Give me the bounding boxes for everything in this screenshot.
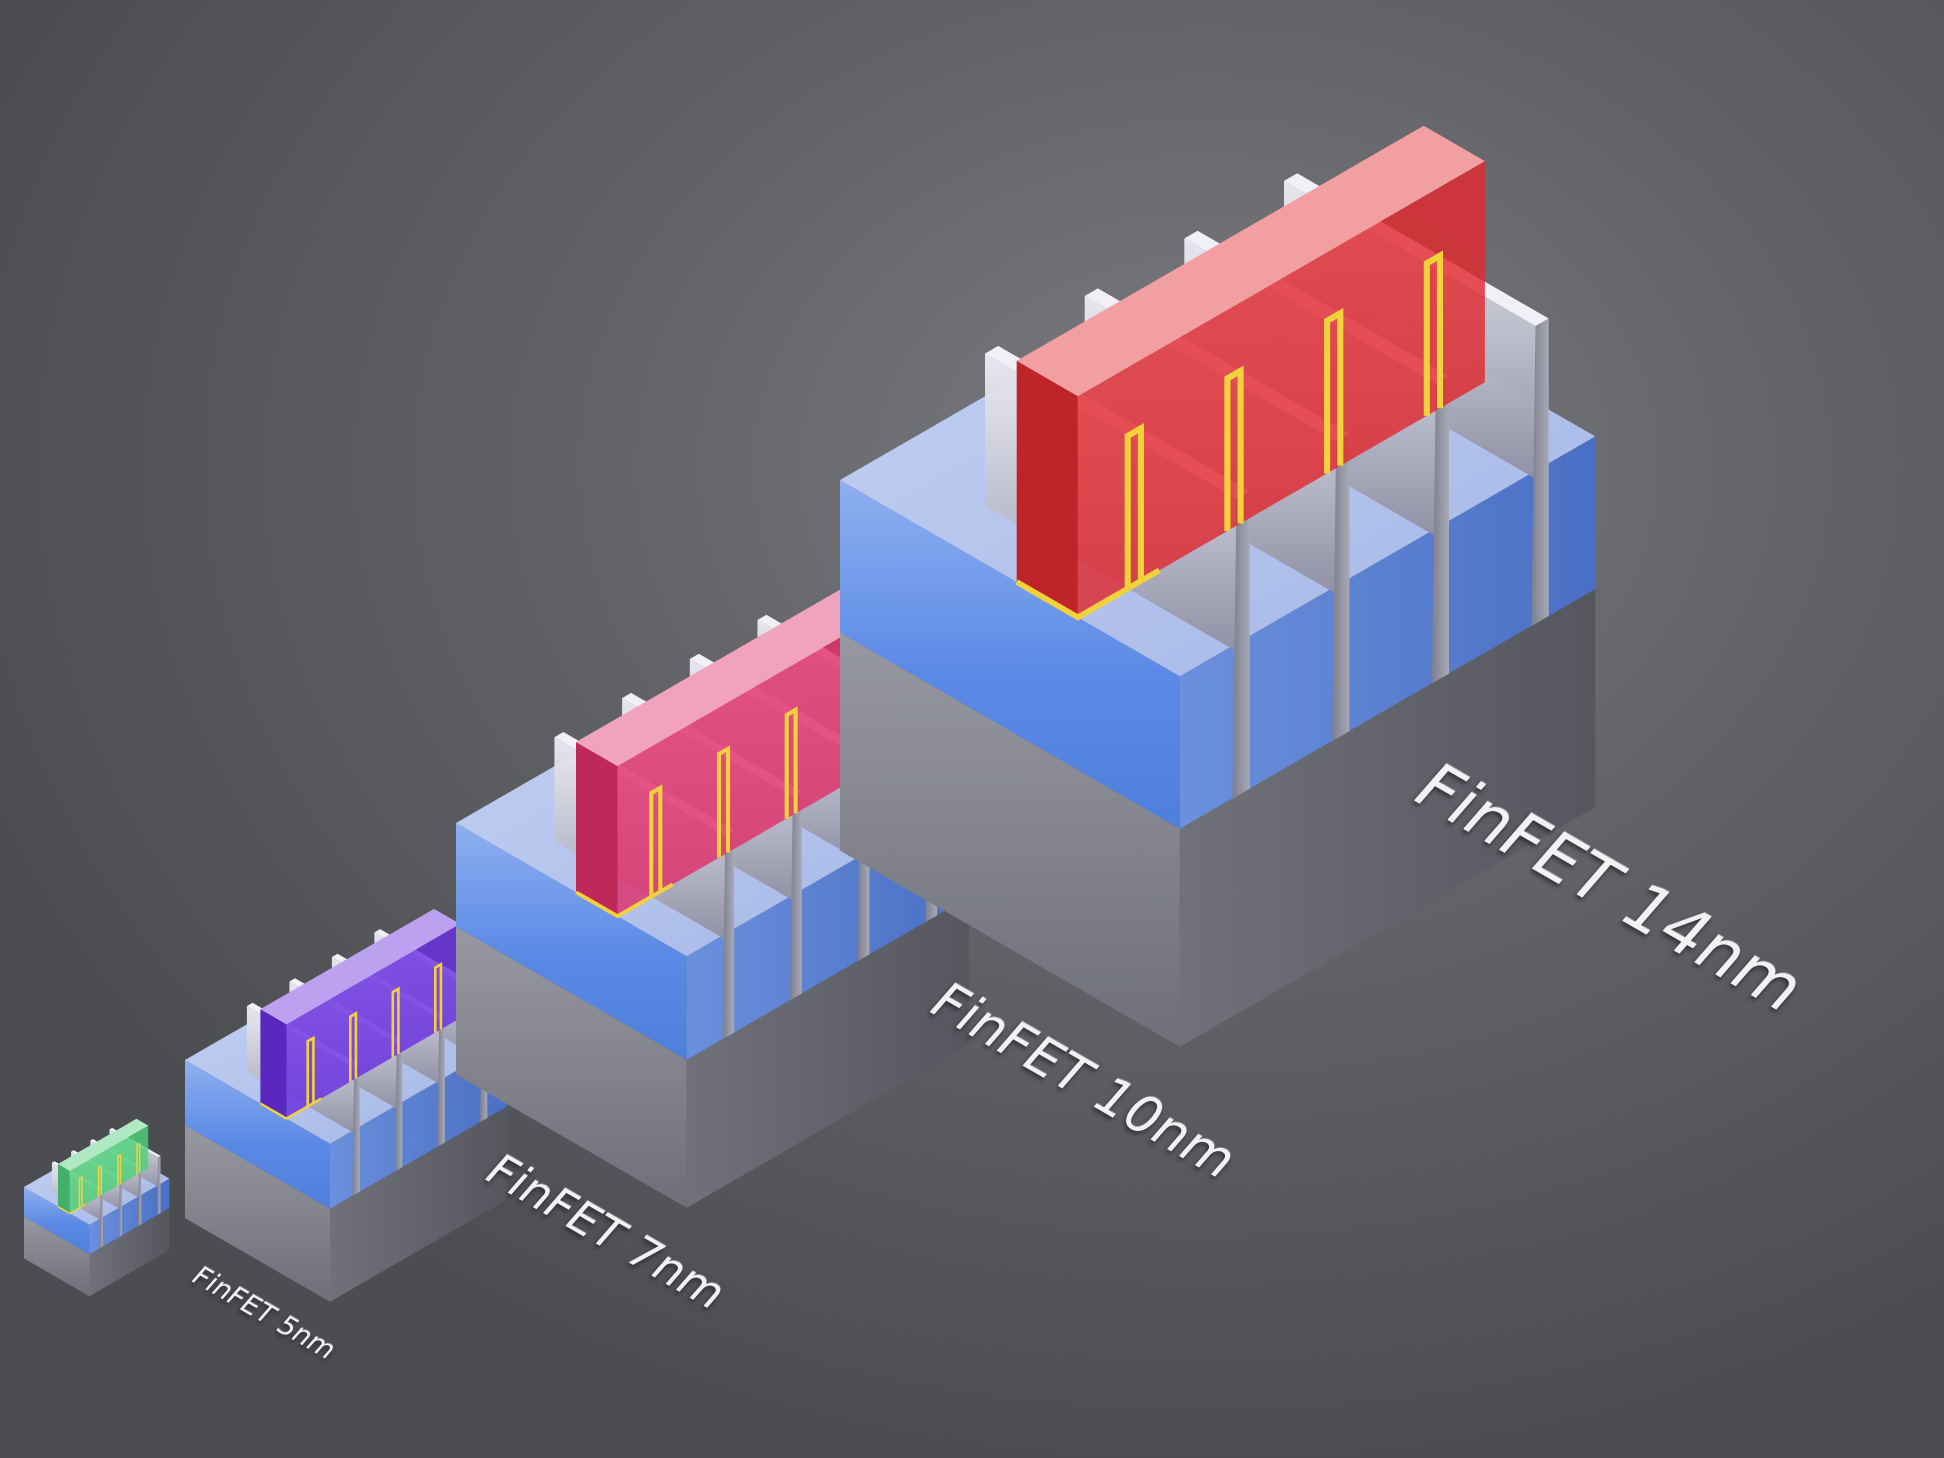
substrate-front-face <box>185 1125 330 1302</box>
liner-arch <box>117 1153 122 1186</box>
device-5nm <box>24 1118 170 1297</box>
substrate-front-face <box>456 926 687 1208</box>
liner-arch <box>1224 365 1244 531</box>
devices-layer <box>24 125 1596 1302</box>
gate-top-face <box>576 582 894 766</box>
liner-arch <box>716 745 731 858</box>
liner-arch <box>1423 250 1444 416</box>
liner-arch <box>78 1175 83 1208</box>
liner-arch <box>348 1011 358 1082</box>
liner-base <box>259 1097 322 1120</box>
device-7nm <box>185 908 508 1302</box>
fin-end <box>99 1189 103 1249</box>
device-14nm <box>840 125 1596 1047</box>
liner-arch <box>136 1142 141 1175</box>
liner-base <box>575 882 674 919</box>
fin-end <box>138 1167 142 1227</box>
liner-arch <box>649 784 663 897</box>
fin-end <box>352 1064 360 1196</box>
fin-end <box>118 1178 123 1238</box>
fin-end <box>1232 491 1250 799</box>
gate-front-face <box>576 742 618 917</box>
gate-side-face <box>286 923 461 1119</box>
fin-end <box>437 1015 445 1147</box>
liner-arch <box>391 986 400 1058</box>
substrate-side-face <box>330 1106 508 1302</box>
oxide-front-face <box>24 1187 90 1255</box>
gate-top-face <box>58 1118 149 1171</box>
gate-top-face <box>260 908 461 1025</box>
oxide-side-face <box>89 1178 170 1255</box>
gate-top-face <box>1016 125 1485 397</box>
substrate-front-face <box>840 632 1180 1047</box>
fin-end <box>1531 318 1549 626</box>
liner-arch <box>1324 307 1344 474</box>
gate-side-face <box>1077 161 1485 618</box>
gate-front-face <box>260 1009 287 1119</box>
liner-arch <box>784 706 798 819</box>
substrate-front-face <box>24 1216 90 1297</box>
oxide-front-face <box>185 1060 330 1209</box>
fin-end <box>722 830 735 1040</box>
gate-front-face <box>58 1164 70 1214</box>
substrate-side-face <box>1179 589 1596 1047</box>
liner-base <box>1015 567 1161 621</box>
fin-end <box>1431 376 1449 684</box>
gate-side-face <box>69 1125 149 1214</box>
substrate-side-face <box>89 1208 170 1297</box>
oxide-front-face <box>456 823 687 1060</box>
fin-end <box>790 791 802 1001</box>
oxide-side-face <box>330 1041 508 1209</box>
gate-side-face <box>617 606 894 917</box>
liner-arch <box>433 962 443 1033</box>
oxide-side-face <box>1179 436 1596 829</box>
liner-arch <box>306 1035 315 1107</box>
fin-end <box>1332 433 1350 742</box>
gate-front-face <box>1016 360 1078 618</box>
oxide-front-face <box>840 480 1180 829</box>
substrate-side-face <box>686 897 969 1208</box>
liner-base <box>57 1203 86 1215</box>
liner-arch <box>97 1164 102 1197</box>
fin-end <box>157 1155 161 1216</box>
liner-arch <box>1124 422 1144 589</box>
fin-end <box>395 1040 403 1172</box>
